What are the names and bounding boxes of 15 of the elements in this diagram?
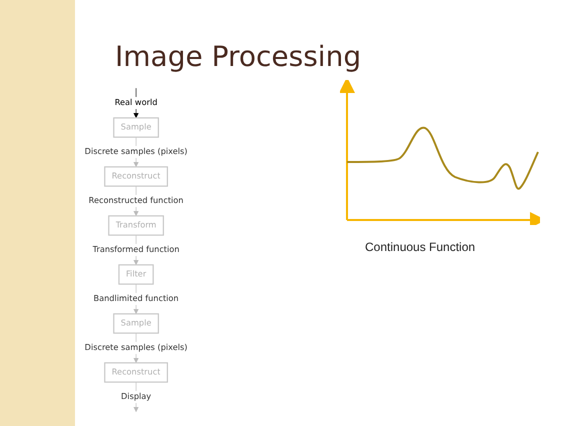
node-box: Sample [113, 313, 159, 334]
edge-label: Discrete samples (pixels) [84, 343, 188, 352]
chart-caption: Continuous Function [365, 240, 476, 254]
edge-label: Discrete samples (pixels) [84, 147, 188, 156]
slide-title: Image Processing [115, 40, 362, 73]
node-box: Sample [113, 117, 159, 138]
edge-label: Bandlimited function [94, 294, 179, 304]
edge-label: Transformed function [92, 245, 180, 254]
edge-label: Reconstructed function [88, 196, 184, 206]
node-box: Reconstruct [104, 166, 168, 187]
node-box: Reconstruct [104, 362, 168, 383]
node-box: Filter [118, 264, 154, 285]
edge-label: Display [121, 392, 152, 402]
node-box: Transform [108, 215, 164, 236]
edge-label: Real world [114, 98, 158, 108]
